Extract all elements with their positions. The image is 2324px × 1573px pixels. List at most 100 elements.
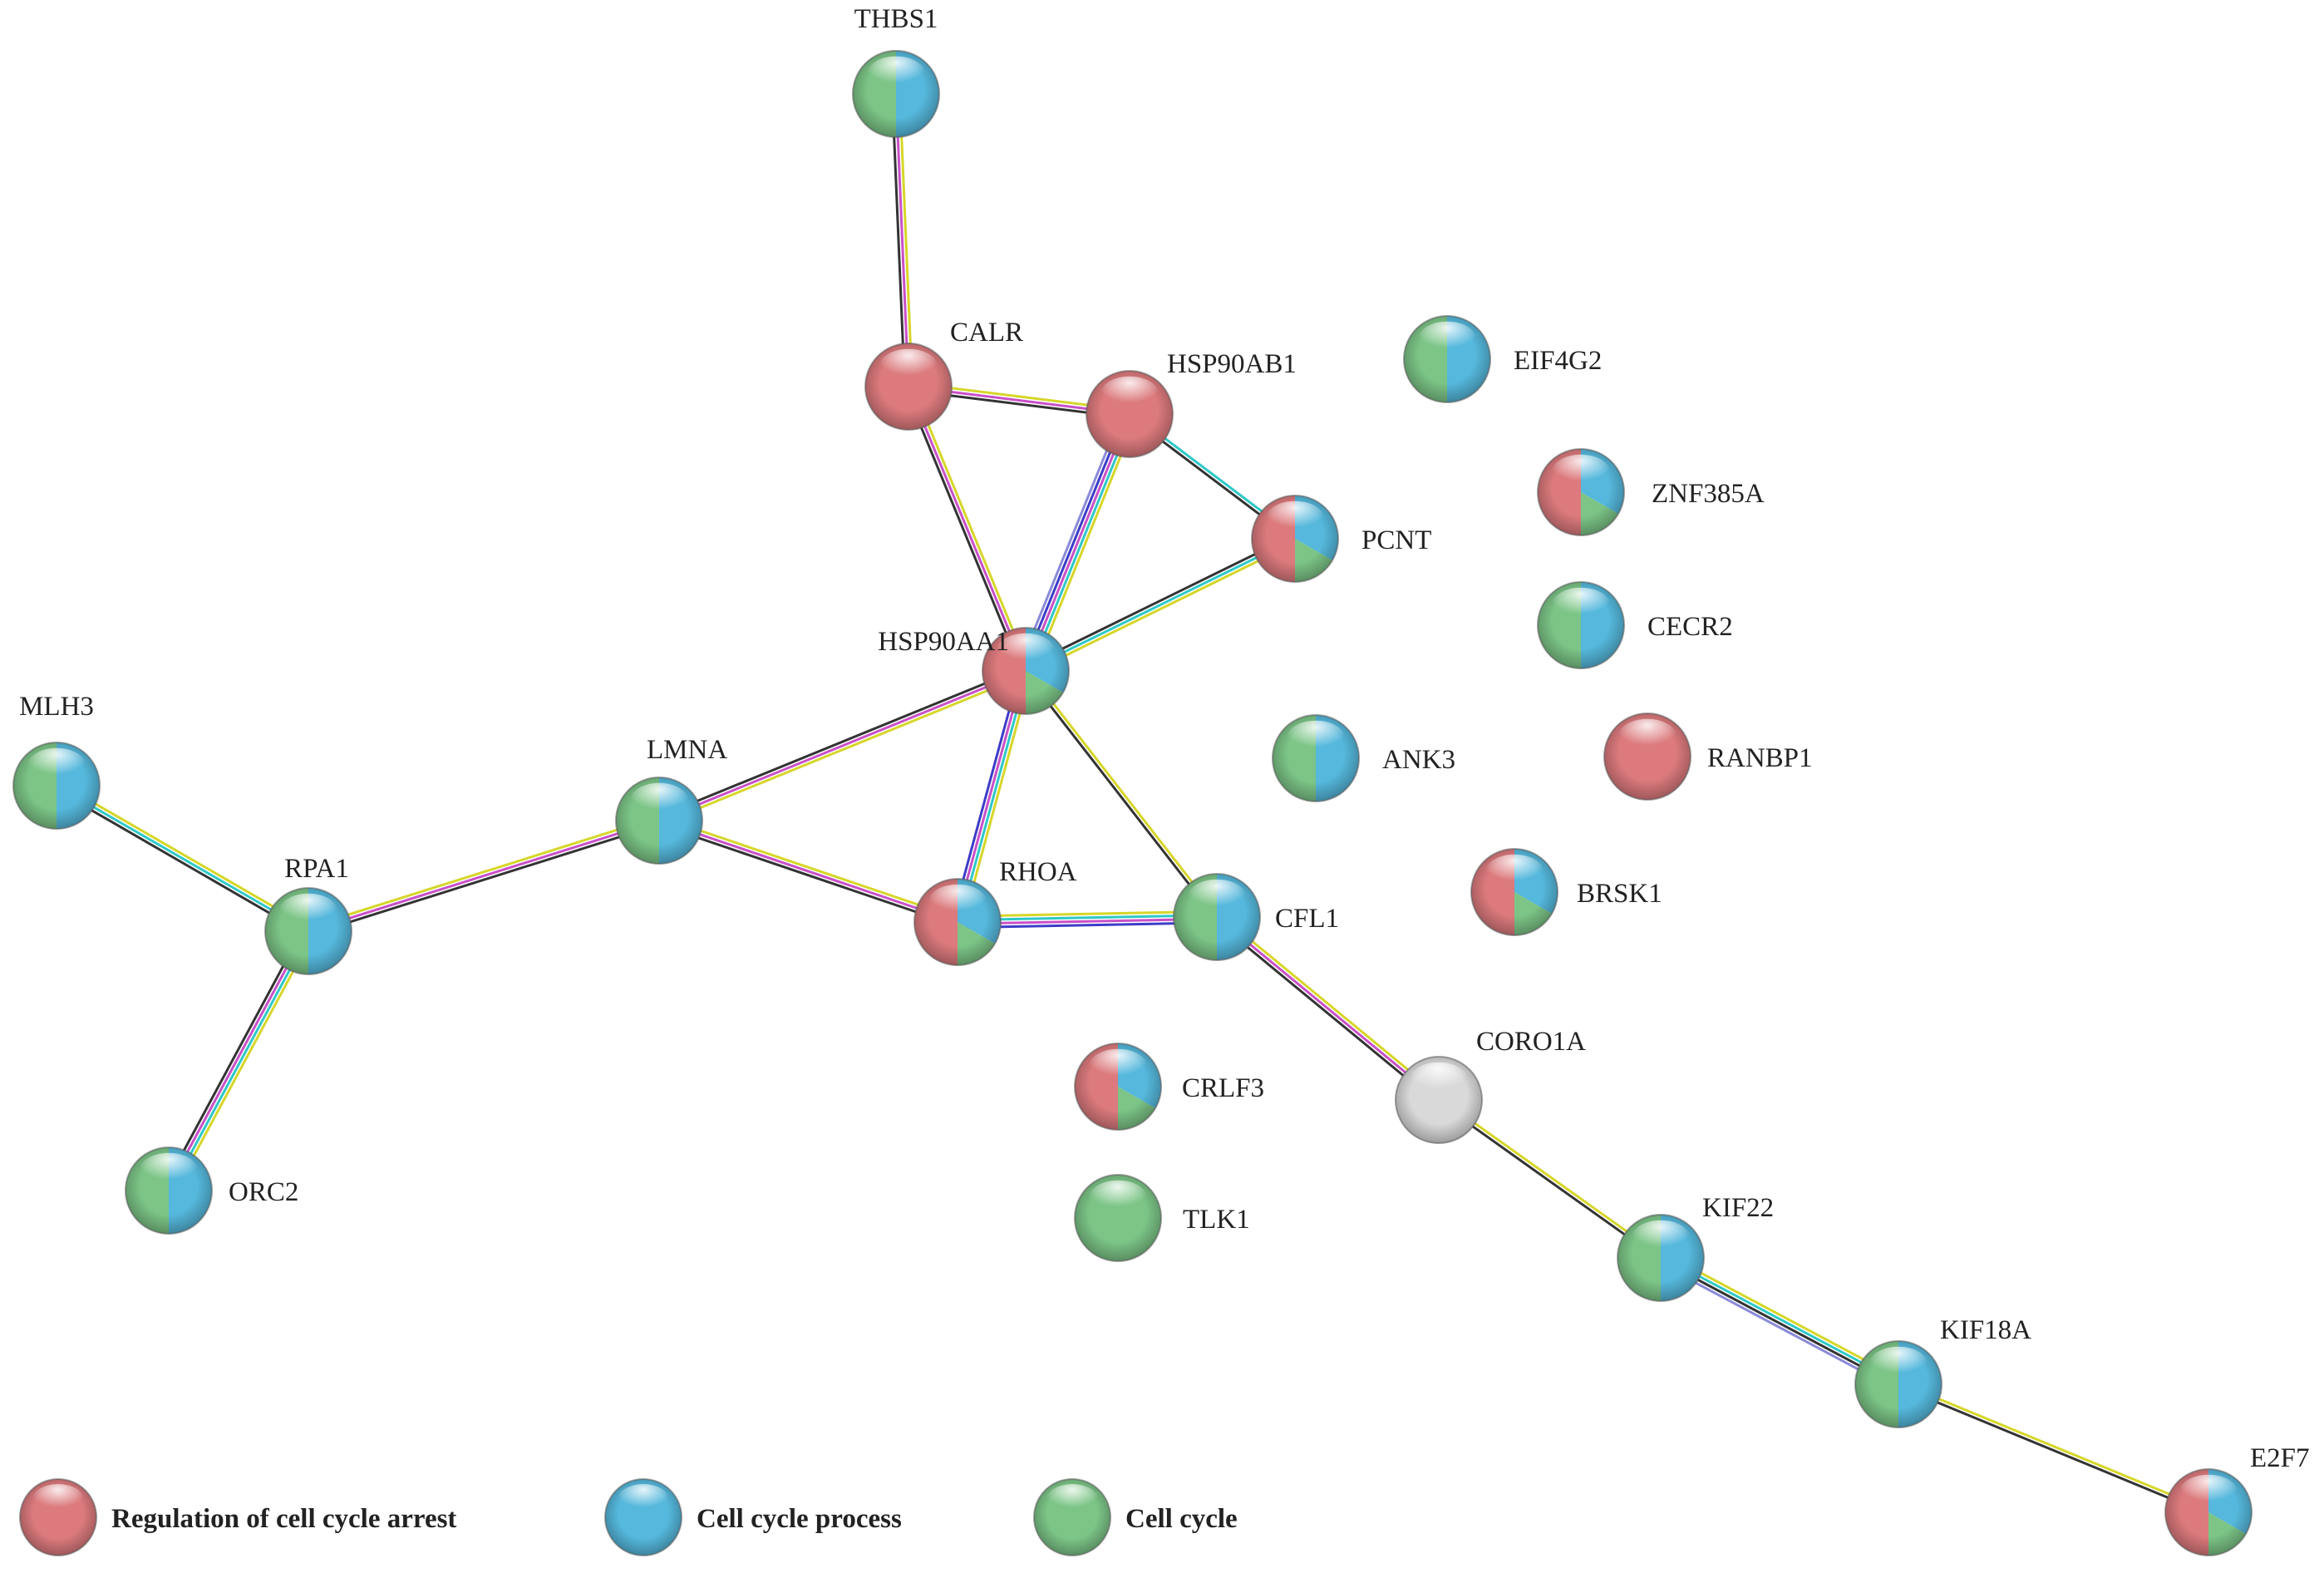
node-outline (264, 887, 352, 975)
node-label: CALR (950, 318, 1023, 348)
edge-evidence-line (308, 819, 660, 933)
node-outline (1617, 1214, 1705, 1302)
node-ank3[interactable]: ANK3 (1272, 714, 1455, 802)
node-label: PCNT (1361, 525, 1431, 555)
edge-evidence-line (1898, 1381, 2210, 1512)
edge-evidence-line (1218, 913, 1442, 1098)
node-label: ORC2 (229, 1177, 298, 1207)
node-e2f7[interactable]: E2F7 (2164, 1443, 2310, 1556)
edge-evidence-line (56, 784, 309, 933)
edge-evidence-line (658, 669, 1027, 822)
edge-evidence-line (1662, 1251, 1902, 1381)
node-label: ZNF385A (1652, 479, 1765, 509)
node-brsk1[interactable]: BRSK1 (1470, 848, 1662, 936)
edge-evidence-line (1897, 1384, 2208, 1516)
edge-thbs1-calr (891, 93, 913, 387)
edge-hsp90ab1-hsp90aa1 (1017, 411, 1138, 674)
edge-evidence-line (1031, 416, 1138, 674)
edge-evidence-line (1025, 537, 1296, 673)
edge-evidence-line (657, 666, 1025, 819)
node-outline (1074, 1043, 1162, 1131)
node-label: TLK1 (1183, 1205, 1250, 1235)
node-znf385a[interactable]: ZNF385A (1537, 448, 1765, 536)
edge-evidence-line (307, 816, 659, 930)
edge-evidence-line (1027, 540, 1297, 676)
node-gloss (1286, 720, 1346, 757)
node-outline (1537, 448, 1625, 536)
edge-evidence-line (1661, 1255, 1900, 1384)
node-gloss (1088, 1048, 1148, 1086)
node-hsp90ab1[interactable]: HSP90AB1 (1086, 349, 1297, 458)
node-crlf3[interactable]: CRLF3 (1074, 1043, 1264, 1131)
node-label: RPA1 (284, 854, 349, 884)
node-outline (1033, 1478, 1111, 1556)
node-cecr2[interactable]: CECR2 (1537, 581, 1733, 669)
edge-kif22-kif18a (1657, 1251, 1902, 1391)
node-outline (2164, 1468, 2253, 1556)
edge-evidence-line (1017, 411, 1125, 669)
edge-evidence-line (1021, 412, 1128, 670)
edge-evidence-line (1024, 413, 1131, 672)
node-gloss (2179, 1474, 2238, 1511)
node-outline (19, 1478, 97, 1556)
edge-lmna-rhoa (657, 816, 959, 927)
node-ranbp1[interactable]: RANBP1 (1603, 713, 1813, 801)
node-label: MLH3 (19, 692, 94, 722)
edge-rpa1-lmna (307, 816, 661, 936)
node-kif22[interactable]: KIF22 (1617, 1193, 1774, 1302)
node-calr[interactable]: CALR (864, 318, 1023, 431)
node-cfl1[interactable]: CFL1 (1173, 873, 1339, 961)
edge-evidence-line (57, 781, 312, 930)
node-gloss (1551, 454, 1611, 491)
node-orc2[interactable]: ORC2 (125, 1146, 298, 1235)
node-gloss (1409, 1062, 1469, 1099)
node-tlk1[interactable]: TLK1 (1074, 1174, 1250, 1262)
legend-label: Regulation of cell cycle arrest (111, 1504, 456, 1534)
node-coro1a[interactable]: CORO1A (1395, 1027, 1586, 1144)
edge-evidence-line (1659, 1258, 1898, 1388)
node-rpa1[interactable]: RPA1 (264, 854, 352, 975)
node-lmna[interactable]: LMNA (615, 735, 727, 865)
edge-pcnt-hsp90aa1 (1023, 534, 1297, 676)
node-label: CRLF3 (1182, 1073, 1264, 1103)
node-gloss (32, 1483, 85, 1516)
node-outline (1470, 848, 1558, 936)
edge-hsp90aa1-cfl1 (1023, 668, 1219, 920)
node-hsp90aa1[interactable]: HSP90AA1 (878, 627, 1070, 715)
node-thbs1[interactable]: THBS1 (852, 4, 940, 138)
edge-evidence-line (1439, 1097, 1663, 1258)
edge-evidence-line (1214, 919, 1438, 1104)
node-label: E2F7 (2250, 1443, 2310, 1473)
edge-evidence-line (308, 822, 661, 936)
node-gloss (1046, 1483, 1099, 1516)
node-eif4g2[interactable]: EIF4G2 (1403, 315, 1602, 403)
node-rhoa[interactable]: RHOA (913, 857, 1077, 966)
node-outline (1537, 581, 1625, 669)
legend-item-green: Cell cycle (1033, 1478, 1238, 1556)
node-mlh3[interactable]: MLH3 (12, 692, 101, 830)
node-gloss (1631, 1220, 1691, 1257)
edge-evidence-line (165, 930, 308, 1191)
node-kif18a[interactable]: KIF18A (1854, 1315, 2031, 1428)
node-label: CFL1 (1275, 904, 1339, 934)
node-outline (982, 627, 1070, 715)
node-outline (864, 343, 953, 431)
node-label: HSP90AA1 (878, 627, 1009, 657)
node-label: RANBP1 (1707, 743, 1813, 773)
edge-evidence-line (894, 93, 910, 387)
node-gloss (139, 1152, 199, 1190)
edge-evidence-line (162, 928, 305, 1189)
edge-evidence-line (1436, 1100, 1661, 1261)
node-label: RHOA (999, 857, 1077, 887)
edge-coro1a-kif22 (1436, 1097, 1663, 1261)
node-gloss (1485, 854, 1544, 891)
node-outline (1086, 370, 1174, 458)
node-label: HSP90AB1 (1167, 349, 1297, 379)
node-gloss (879, 348, 938, 386)
node-outline (1603, 713, 1691, 801)
node-outline (913, 878, 1002, 966)
edge-evidence-line (1026, 668, 1219, 917)
node-gloss (27, 747, 86, 785)
node-pcnt[interactable]: PCNT (1251, 495, 1431, 583)
node-label: THBS1 (854, 4, 938, 34)
